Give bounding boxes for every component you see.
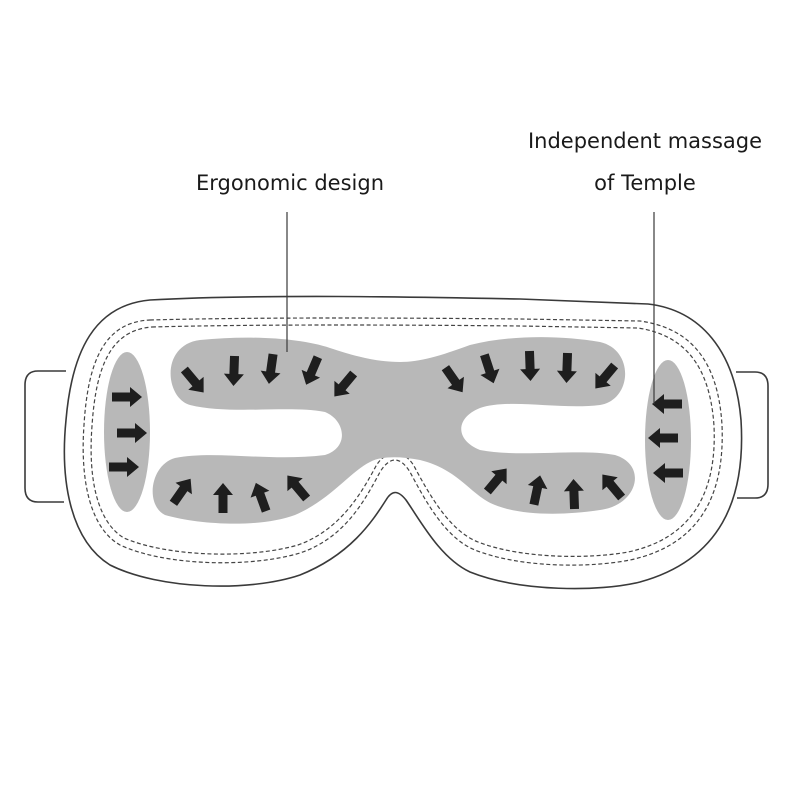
temple-massage-line2: of Temple (594, 171, 696, 195)
left-strap-tab (24, 370, 66, 503)
temple-massage-line1: Independent massage (527, 129, 763, 153)
stitch-line-inner (90, 324, 715, 558)
eye-pad (152, 337, 635, 524)
right-strap-tab (736, 371, 769, 499)
ergonomic-design-text: Ergonomic design (195, 171, 385, 195)
temple-massage-label: Independent massage of Temple (505, 120, 785, 204)
ergonomic-design-label: Ergonomic design (160, 162, 420, 204)
